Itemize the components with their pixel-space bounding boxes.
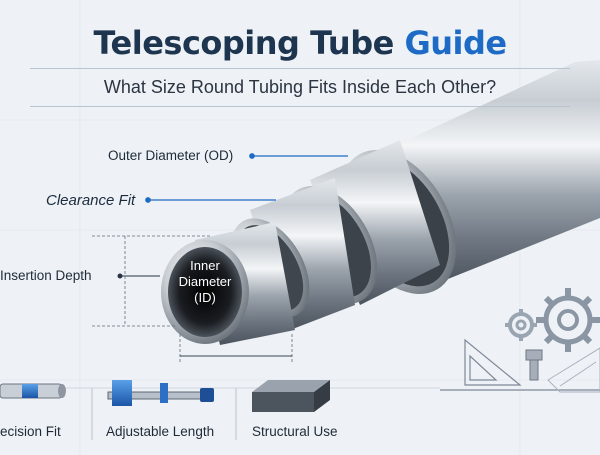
title-divider bbox=[30, 68, 570, 69]
inner-diameter-label: Inner Diameter (ID) bbox=[166, 258, 244, 306]
feature-adjustable-length: Adjustable Length bbox=[106, 424, 215, 439]
innermost-tube bbox=[161, 222, 295, 345]
bolt-icon bbox=[525, 349, 543, 381]
title-main: Telescoping Tube bbox=[93, 24, 405, 62]
callout-clearance-fit: Clearance Fit bbox=[46, 192, 136, 209]
subtitle: What Size Round Tubing Fits Inside Each … bbox=[103, 77, 497, 97]
gear-icon bbox=[536, 288, 600, 352]
feature-precision-fit: ecision Fit bbox=[0, 424, 61, 439]
inner-label-line3: (ID) bbox=[194, 290, 216, 305]
blue-cylinder-icon bbox=[0, 383, 66, 399]
callout-outer-diameter: Outer Diameter (OD) bbox=[108, 148, 234, 163]
inner-label-line1: Inner bbox=[190, 258, 220, 273]
steel-beam-icon bbox=[252, 380, 330, 412]
gear-icon bbox=[505, 309, 537, 341]
caliper-icon bbox=[107, 380, 214, 406]
title-accent: Guide bbox=[404, 24, 507, 62]
triangle-ruler-icon bbox=[440, 338, 600, 391]
feature-structural-use: Structural Use bbox=[252, 424, 338, 439]
subtitle-divider bbox=[30, 106, 570, 107]
callout-insertion-depth: Insertion Depth bbox=[0, 268, 92, 283]
inner-label-line2: Diameter bbox=[178, 274, 232, 289]
page-title: Telescoping Tube Guide bbox=[0, 24, 600, 62]
